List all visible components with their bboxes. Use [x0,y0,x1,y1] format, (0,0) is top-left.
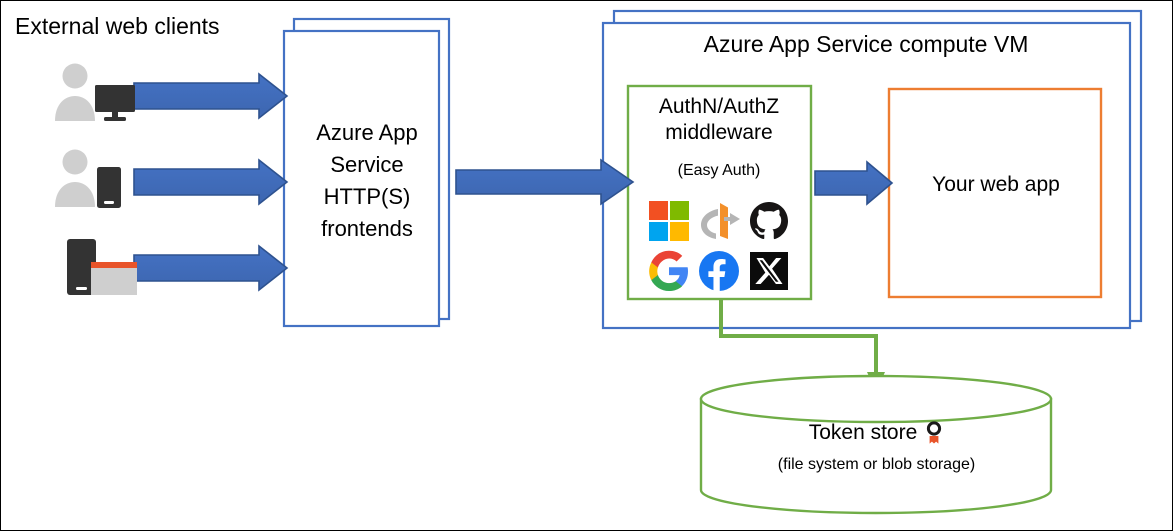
middleware-label: AuthN/AuthZ middleware [629,94,809,146]
person-with-monitor-icon [55,63,135,121]
compute-vm-title: Azure App Service compute VM [703,31,1029,57]
facebook-logo[interactable] [698,250,740,292]
client-arrow-3 [133,244,289,292]
frontends-line-2: Service [330,152,404,177]
middleware-line-2: middleware [665,121,773,144]
person-with-phone-icon [55,149,121,208]
openid-connect-logo[interactable] [698,200,740,242]
frontends-line-4: frontends [321,216,413,241]
middleware-to-token-store-connector [719,299,885,392]
x-twitter-logo[interactable] [748,250,790,292]
frontends-label: Azure App Service HTTP(S) frontends [293,117,441,245]
token-store-title: Token store [808,421,918,444]
frontends-line-1: Azure App [316,120,418,145]
phone-and-tablet-icon [67,239,137,295]
external-clients-title: External web clients [15,13,220,39]
frontends-to-middleware-arrow [455,158,635,206]
microsoft-logo[interactable] [648,200,690,242]
client-arrow-1 [133,72,289,120]
middleware-to-webapp-arrow [814,160,894,206]
token-store-sublabel: (file system or blob storage) [777,456,976,473]
middleware-line-1: AuthN/AuthZ [658,95,780,118]
token-store-label: Token store [704,421,1049,445]
frontends-line-3: HTTP(S) [323,184,411,209]
github-logo[interactable] [748,200,790,242]
identity-provider-logos [645,197,793,294]
google-logo[interactable] [648,250,690,292]
client-arrow-2 [133,158,289,206]
middleware-sublabel: (Easy Auth) [677,162,761,179]
medal-badge-icon [927,421,942,444]
web-app-label: Your web app [932,173,1060,196]
